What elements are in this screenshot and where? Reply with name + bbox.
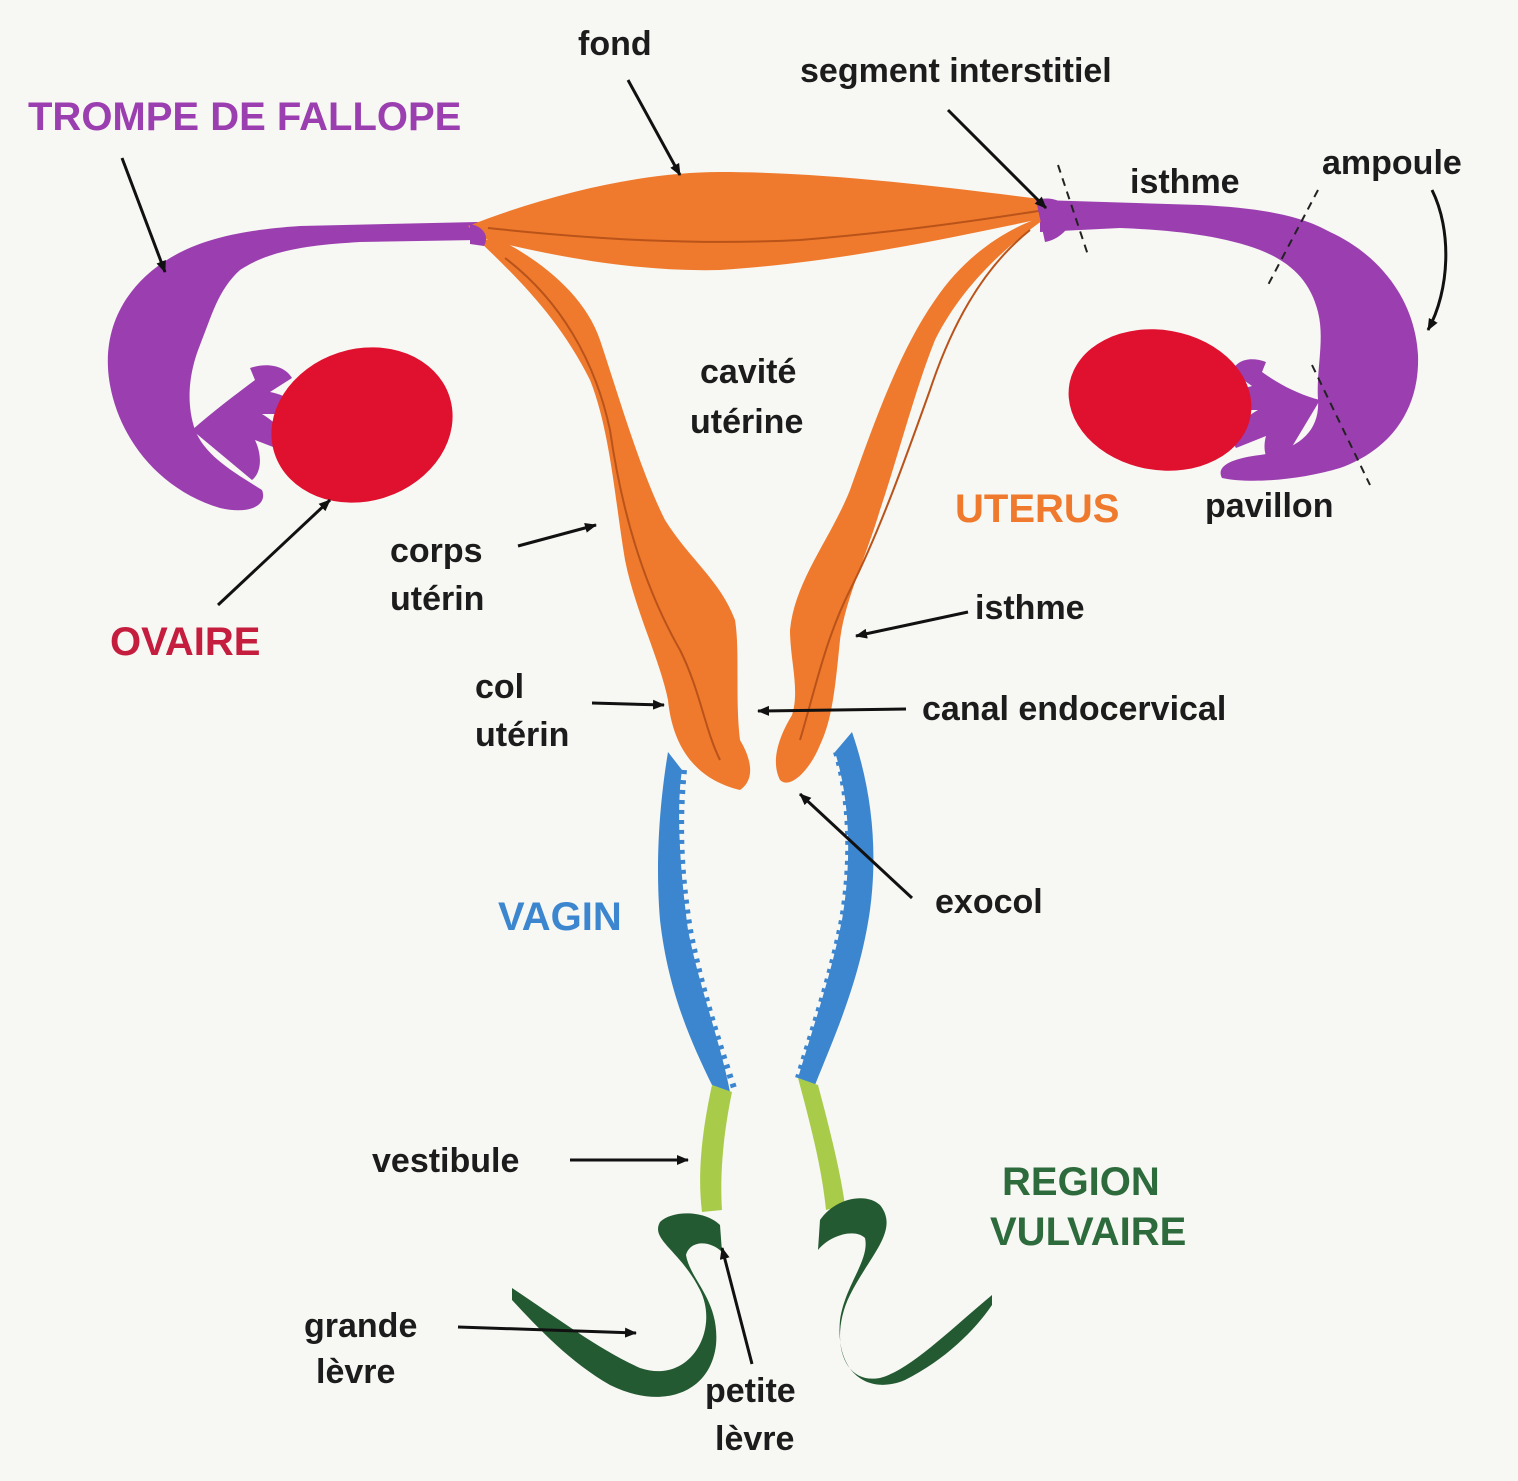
left-labia — [512, 1213, 722, 1397]
isthmus-marker — [1057, 164, 1089, 256]
ampulla-marker — [1267, 189, 1319, 286]
label-trompe-de-fallope: TROMPE DE FALLOPE — [28, 95, 461, 139]
trompe-arrow — [120, 157, 167, 273]
label-exocol: exocol — [935, 883, 1043, 921]
label-uterine: utérine — [690, 403, 803, 441]
label-cavite: cavité — [700, 353, 796, 391]
label-region: REGION — [1002, 1160, 1160, 1204]
label-vulvaire: VULVAIRE — [990, 1210, 1186, 1254]
label-grande-levre: lèvre — [316, 1353, 395, 1391]
right-vestibule — [798, 1078, 845, 1210]
left-vaginal-wall — [657, 752, 730, 1092]
corps-arrow — [517, 523, 597, 548]
ovaire-arrow — [216, 498, 332, 607]
fundus-line — [487, 209, 1046, 243]
label-vagin: VAGIN — [498, 895, 622, 939]
label-ampoule: ampoule — [1322, 144, 1462, 182]
grande-levre-arrow — [457, 1325, 637, 1338]
label-corps: corps — [390, 532, 483, 570]
canal-arrow — [757, 705, 907, 716]
label-canal-endocervical: canal endocervical — [922, 690, 1226, 728]
right-ovary — [1068, 329, 1252, 471]
label-corps-uterin: utérin — [390, 580, 484, 618]
uterus-fundus — [468, 172, 1060, 271]
petite-levre-arrow — [719, 1247, 754, 1365]
ampoule-arrow — [1426, 189, 1448, 331]
exocol-arrow — [798, 792, 914, 900]
label-vestibule: vestibule — [372, 1142, 519, 1180]
label-petite-levre: lèvre — [715, 1420, 794, 1458]
right-fimbriae — [1225, 359, 1320, 470]
label-ovaire: OVAIRE — [110, 620, 260, 664]
left-interstitial-junction — [470, 224, 487, 246]
left-fimbriae — [192, 365, 297, 480]
label-petite: petite — [705, 1372, 796, 1410]
left-uterine-wall — [478, 240, 751, 790]
label-pavillon: pavillon — [1205, 487, 1333, 525]
label-col: col — [475, 668, 524, 706]
left-wall-line — [504, 257, 721, 761]
label-segment-interstitiel: segment interstitiel — [800, 52, 1112, 90]
left-fallopian-tube — [107, 222, 478, 511]
left-vestibule — [700, 1085, 732, 1212]
right-labia — [818, 1198, 992, 1385]
label-grande: grande — [304, 1307, 417, 1345]
left-vaginal-rugae — [678, 769, 737, 1089]
label-isthme-tube: isthme — [1130, 163, 1240, 201]
label-isthme-uterus: isthme — [975, 589, 1085, 627]
arrows — [120, 79, 1448, 1365]
isthme-uterus-arrow — [855, 610, 969, 639]
right-wall-line — [799, 229, 1031, 741]
label-fond: fond — [578, 25, 652, 63]
right-vaginal-wall — [798, 732, 874, 1085]
col-arrow — [591, 699, 665, 710]
fond-arrow — [626, 79, 682, 176]
label-col-uterin: utérin — [475, 716, 569, 754]
segment-arrow — [946, 108, 1048, 210]
interstitial-segment — [1036, 198, 1072, 242]
left-ovary — [271, 347, 453, 503]
right-fallopian-tube — [1040, 200, 1419, 481]
label-uterus: UTERUS — [955, 487, 1119, 531]
